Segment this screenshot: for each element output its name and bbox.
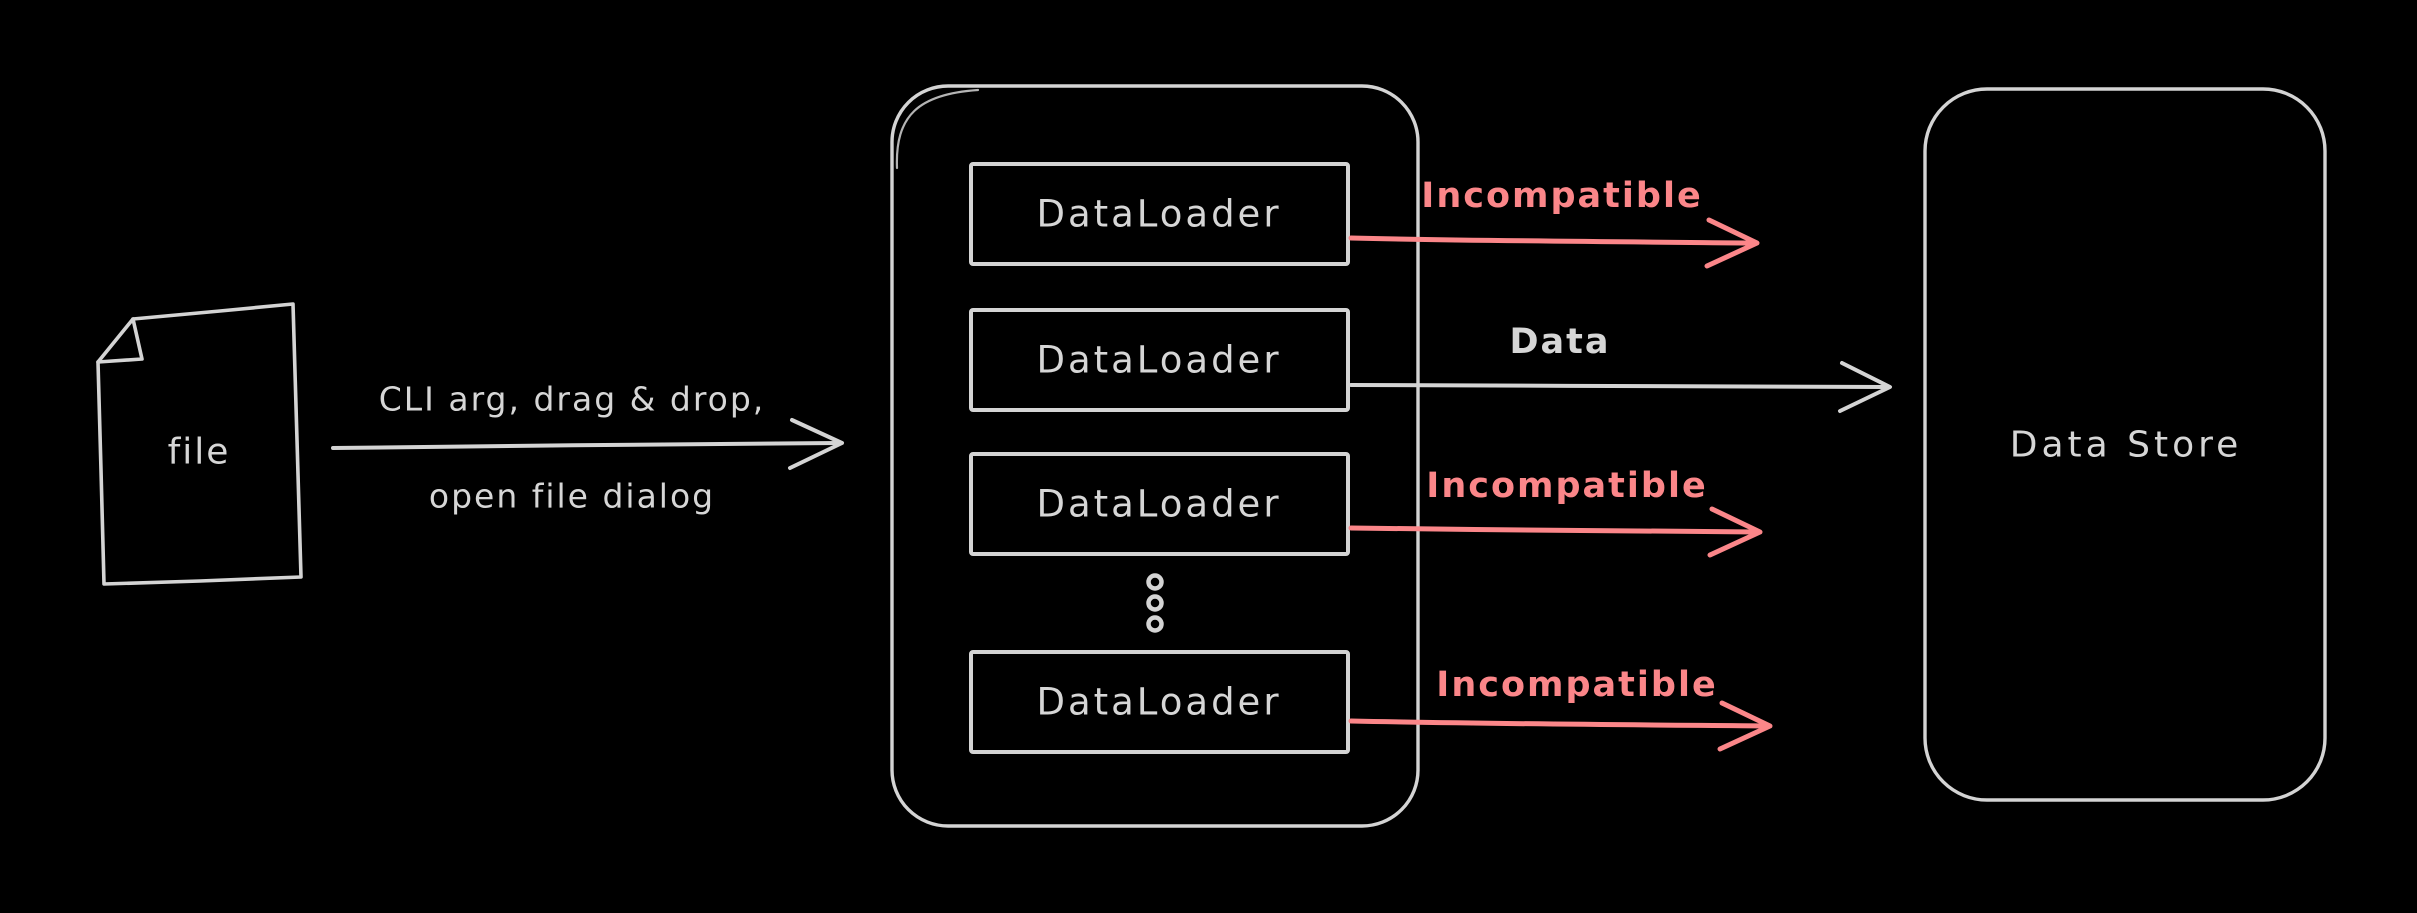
loader-box-2-label: DataLoader	[1036, 338, 1282, 382]
incompatible-arrow-1-label: Incompatible	[1421, 176, 1703, 216]
loader-container-outline	[890, 84, 1420, 828]
incompatible-arrow-2-label: Incompatible	[1426, 466, 1708, 506]
incompatible-arrow-1	[1348, 217, 1760, 269]
vertical-ellipsis-icon	[1146, 573, 1164, 633]
input-arrow-line	[331, 441, 840, 450]
data-store-outline	[1923, 87, 2327, 802]
input-arrow	[331, 418, 844, 470]
incompatible-arrow-2-line	[1348, 525, 1761, 535]
data-arrow	[1349, 361, 1892, 413]
ellipsis-dot-1	[1146, 573, 1164, 591]
incompatible-arrow-3-label: Incompatible	[1436, 665, 1718, 705]
loader-box-1-outline	[969, 162, 1350, 266]
loader-box-4-outline	[969, 650, 1350, 754]
loader-box-4-label: DataLoader	[1036, 680, 1282, 724]
loader-box-2-outline	[969, 308, 1350, 412]
ellipsis-dot-3	[1146, 615, 1164, 633]
ellipsis-dot-2	[1146, 594, 1164, 612]
input-arrow-head	[788, 418, 844, 470]
incompatible-arrow-3-head	[1717, 700, 1773, 752]
data-arrow-line	[1349, 383, 1888, 389]
input-arrow-label-line2: open file dialog	[428, 476, 716, 516]
file-document-icon	[96, 302, 303, 586]
incompatible-arrow-2-head	[1707, 506, 1763, 558]
data-arrow-head	[1838, 361, 1892, 413]
loader-box-3-outline	[969, 452, 1350, 556]
input-arrow-label-line1: CLI arg, drag & drop,	[378, 379, 766, 419]
incompatible-arrow-2	[1348, 506, 1763, 558]
incompatible-arrow-1-head	[1704, 217, 1760, 269]
incompatible-arrow-3	[1348, 700, 1773, 752]
loader-box-1-label: DataLoader	[1036, 192, 1282, 236]
data-arrow-label: Data	[1509, 322, 1611, 362]
loader-container-sketch-overdraw	[895, 88, 980, 170]
incompatible-arrow-3-line	[1348, 718, 1771, 729]
incompatible-arrow-1-line	[1348, 235, 1758, 246]
file-label: file	[167, 431, 231, 473]
loader-box-3-label: DataLoader	[1036, 482, 1282, 526]
file-outline	[96, 302, 303, 586]
file-folded-corner	[96, 317, 144, 364]
data-store-label: Data Store	[2009, 424, 2243, 466]
